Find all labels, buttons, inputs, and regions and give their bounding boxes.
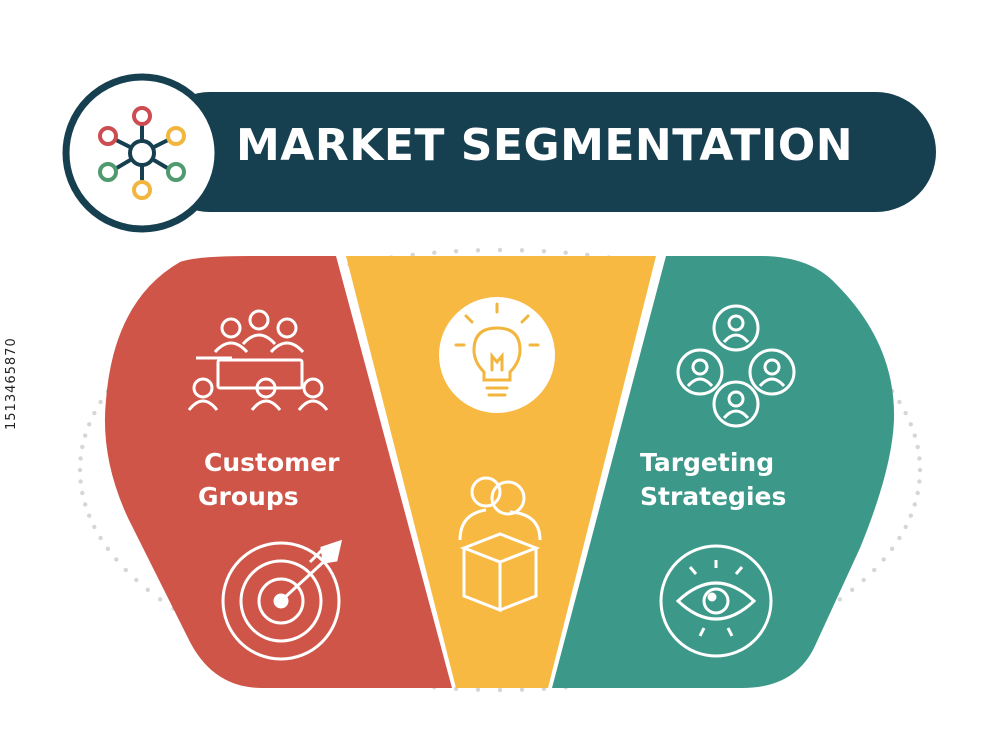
ring-dot bbox=[585, 252, 590, 257]
ring-dot bbox=[519, 687, 525, 692]
ring-dot bbox=[837, 597, 842, 602]
target-arrow-icon bbox=[221, 539, 343, 661]
ring-dot bbox=[917, 479, 922, 484]
ring-dot bbox=[475, 687, 481, 692]
label-targeting-strategies-line1: Targeting bbox=[640, 448, 775, 477]
ring-dot bbox=[881, 557, 886, 562]
ring-dot bbox=[915, 490, 920, 496]
ring-dot bbox=[92, 524, 97, 530]
label-customer-groups-line2: Groups bbox=[198, 482, 299, 511]
segment-customer-groups bbox=[104, 256, 453, 688]
ring-dot bbox=[114, 557, 119, 562]
ring-dot bbox=[917, 456, 922, 461]
ring-dot bbox=[563, 250, 568, 255]
lightbulb-icon bbox=[439, 297, 555, 413]
ring-dot bbox=[87, 513, 92, 518]
eye-icon bbox=[659, 544, 773, 658]
ring-dot bbox=[475, 248, 481, 253]
ring-dot bbox=[78, 456, 83, 461]
ring-dot bbox=[410, 252, 415, 257]
ring-dot bbox=[541, 249, 547, 254]
ring-dot bbox=[77, 467, 83, 473]
ring-dot bbox=[105, 546, 111, 551]
people-group-icon bbox=[187, 309, 329, 411]
ring-dot bbox=[83, 502, 88, 507]
ring-dot bbox=[912, 433, 917, 438]
ring-dot bbox=[92, 410, 97, 416]
ring-dot bbox=[908, 513, 913, 518]
label-customer-groups-line1: Customer bbox=[204, 448, 340, 477]
ring-dot bbox=[145, 587, 150, 592]
segment-targeting-strategies bbox=[552, 256, 895, 688]
ring-dot bbox=[123, 567, 128, 573]
segment-insight bbox=[346, 256, 656, 688]
ring-dot bbox=[903, 524, 908, 530]
ring-dot bbox=[134, 577, 139, 583]
ring-dot bbox=[80, 444, 85, 450]
title-banner bbox=[150, 92, 936, 212]
ring-dot bbox=[912, 502, 917, 507]
person-with-box-icon bbox=[458, 476, 542, 613]
label-targeting-strategies: Targeting Strategies bbox=[640, 446, 786, 514]
ring-dot bbox=[872, 567, 877, 573]
ring-dot bbox=[98, 399, 103, 405]
ring-dot bbox=[80, 490, 85, 496]
network-hub-icon bbox=[98, 106, 186, 200]
ring-dot bbox=[889, 546, 895, 551]
ring-dot bbox=[87, 422, 92, 427]
ring-dot bbox=[98, 535, 103, 541]
ring-dot bbox=[903, 410, 908, 416]
ring-dot bbox=[850, 587, 855, 592]
ring-dot bbox=[915, 444, 920, 450]
ring-dot bbox=[83, 433, 88, 438]
ring-dot bbox=[897, 535, 902, 541]
ring-dot bbox=[158, 597, 163, 602]
ring-dot bbox=[519, 248, 525, 253]
ring-dot bbox=[453, 249, 459, 254]
ring-dot bbox=[432, 250, 437, 255]
ring-dot bbox=[497, 247, 503, 253]
label-customer-groups: Customer Groups bbox=[198, 446, 340, 514]
ring-dot bbox=[497, 687, 503, 693]
user-network-icon bbox=[676, 304, 796, 428]
label-targeting-strategies-line2: Strategies bbox=[640, 482, 787, 511]
ring-dot bbox=[917, 467, 923, 473]
ring-dot bbox=[908, 422, 913, 427]
ring-dot bbox=[897, 399, 902, 405]
ring-dot bbox=[78, 479, 83, 484]
ring-dot bbox=[861, 577, 866, 583]
side-id-text: 1513465870 bbox=[4, 337, 19, 430]
page-title: MARKET SEGMENTATION bbox=[236, 120, 854, 171]
